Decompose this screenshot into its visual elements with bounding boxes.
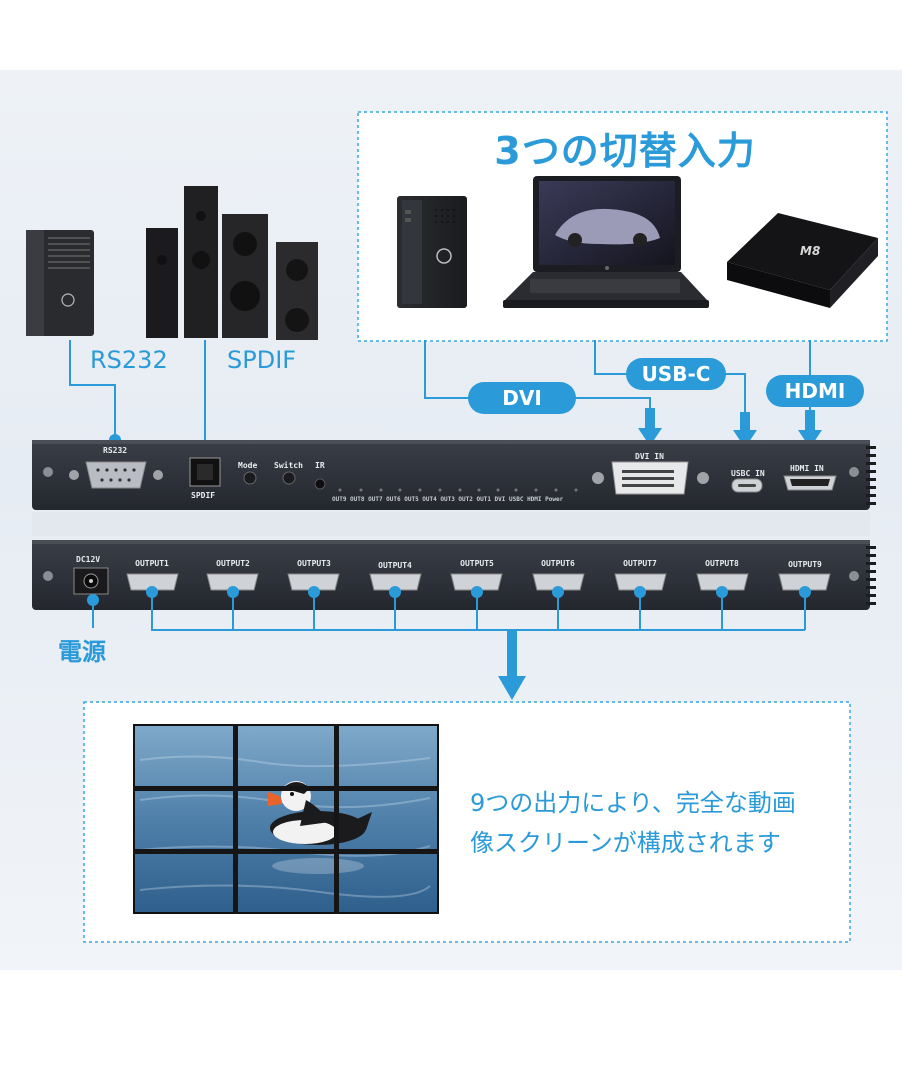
caption-line-2: 像スクリーンが構成されます xyxy=(470,829,781,857)
desktop-pc-icon xyxy=(397,196,467,308)
output8-label: OUTPUT8 xyxy=(705,559,739,568)
video-wall xyxy=(133,724,439,914)
hdmi-pill: HDMI xyxy=(766,375,864,407)
output5-label: OUTPUT5 xyxy=(460,559,494,568)
output-lines xyxy=(92,592,806,631)
rs232-port-label: RS232 xyxy=(103,446,128,455)
hp-tower-icon xyxy=(26,230,94,336)
output-arrow xyxy=(498,630,526,700)
tv-box-label: M8 xyxy=(800,244,820,258)
videowall-caption: 9つの出力により、完全な動画 像スクリーンが構成されます xyxy=(470,783,850,863)
output2-label: OUTPUT2 xyxy=(216,559,250,568)
front-panel xyxy=(32,440,876,510)
output-dots xyxy=(87,586,811,606)
output7-label: OUTPUT7 xyxy=(623,559,657,568)
dvi-pill: DVI xyxy=(468,382,576,414)
reflection xyxy=(32,512,870,536)
dvi-in-label: DVI IN xyxy=(635,452,664,461)
inputs-title: 3つの切替入力 xyxy=(494,129,756,173)
output6-label: OUTPUT6 xyxy=(541,559,575,568)
usbc-pill: USB-C xyxy=(626,358,726,390)
hdmi-in-label: HDMI IN xyxy=(790,464,824,473)
spdif-port-label: SPDIF xyxy=(191,491,216,500)
usbc-in-label: USBC IN xyxy=(731,469,765,478)
rs232-callout: RS232 xyxy=(90,346,168,374)
laptop-icon xyxy=(503,176,709,308)
dc-label: DC12V xyxy=(76,555,101,564)
output9-label: OUTPUT9 xyxy=(788,560,822,569)
input-arrows xyxy=(638,408,822,448)
switch-button-label: Switch xyxy=(274,461,303,470)
ir-label: IR xyxy=(315,461,325,470)
input-lines xyxy=(69,340,811,450)
android-tv-box-icon: M8 xyxy=(727,213,878,308)
caption-line-1: 9つの出力により、完全な動画 xyxy=(470,789,796,817)
speakers-icon xyxy=(146,186,318,340)
hdmi-output-ports xyxy=(126,573,831,591)
power-callout: 電源 xyxy=(58,638,106,666)
output3-label: OUTPUT3 xyxy=(297,559,331,568)
spdif-callout: SPDIF xyxy=(227,346,297,374)
output1-label: OUTPUT1 xyxy=(135,559,169,568)
mode-button-label: Mode xyxy=(238,461,258,470)
output4-label: OUTPUT4 xyxy=(378,561,412,570)
led-labels: OUT9 OUT8 OUT7 OUT6 OUT5 OUT4 OUT3 OUT2 … xyxy=(332,496,564,503)
